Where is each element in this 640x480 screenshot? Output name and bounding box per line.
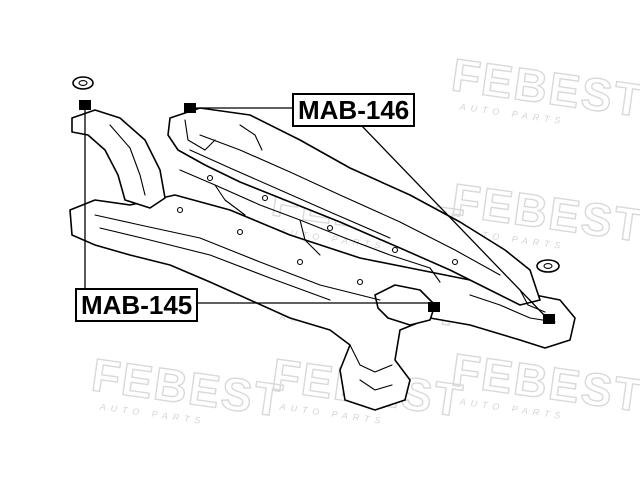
left-arm — [71, 109, 166, 209]
bushing-marker-right — [543, 314, 555, 324]
right-mount — [374, 284, 436, 326]
bushing-marker-upper — [184, 103, 196, 113]
part-number-label-upper: MAB-146 — [292, 93, 416, 127]
bushing-markers — [79, 100, 555, 324]
part-number-label-lower: MAB-145 — [75, 288, 199, 322]
rear-cross-member — [167, 107, 541, 306]
washer-left — [72, 76, 94, 90]
washer-right — [536, 259, 560, 273]
bushing-marker-left — [79, 100, 91, 110]
bushing-marker-lower — [428, 302, 440, 312]
